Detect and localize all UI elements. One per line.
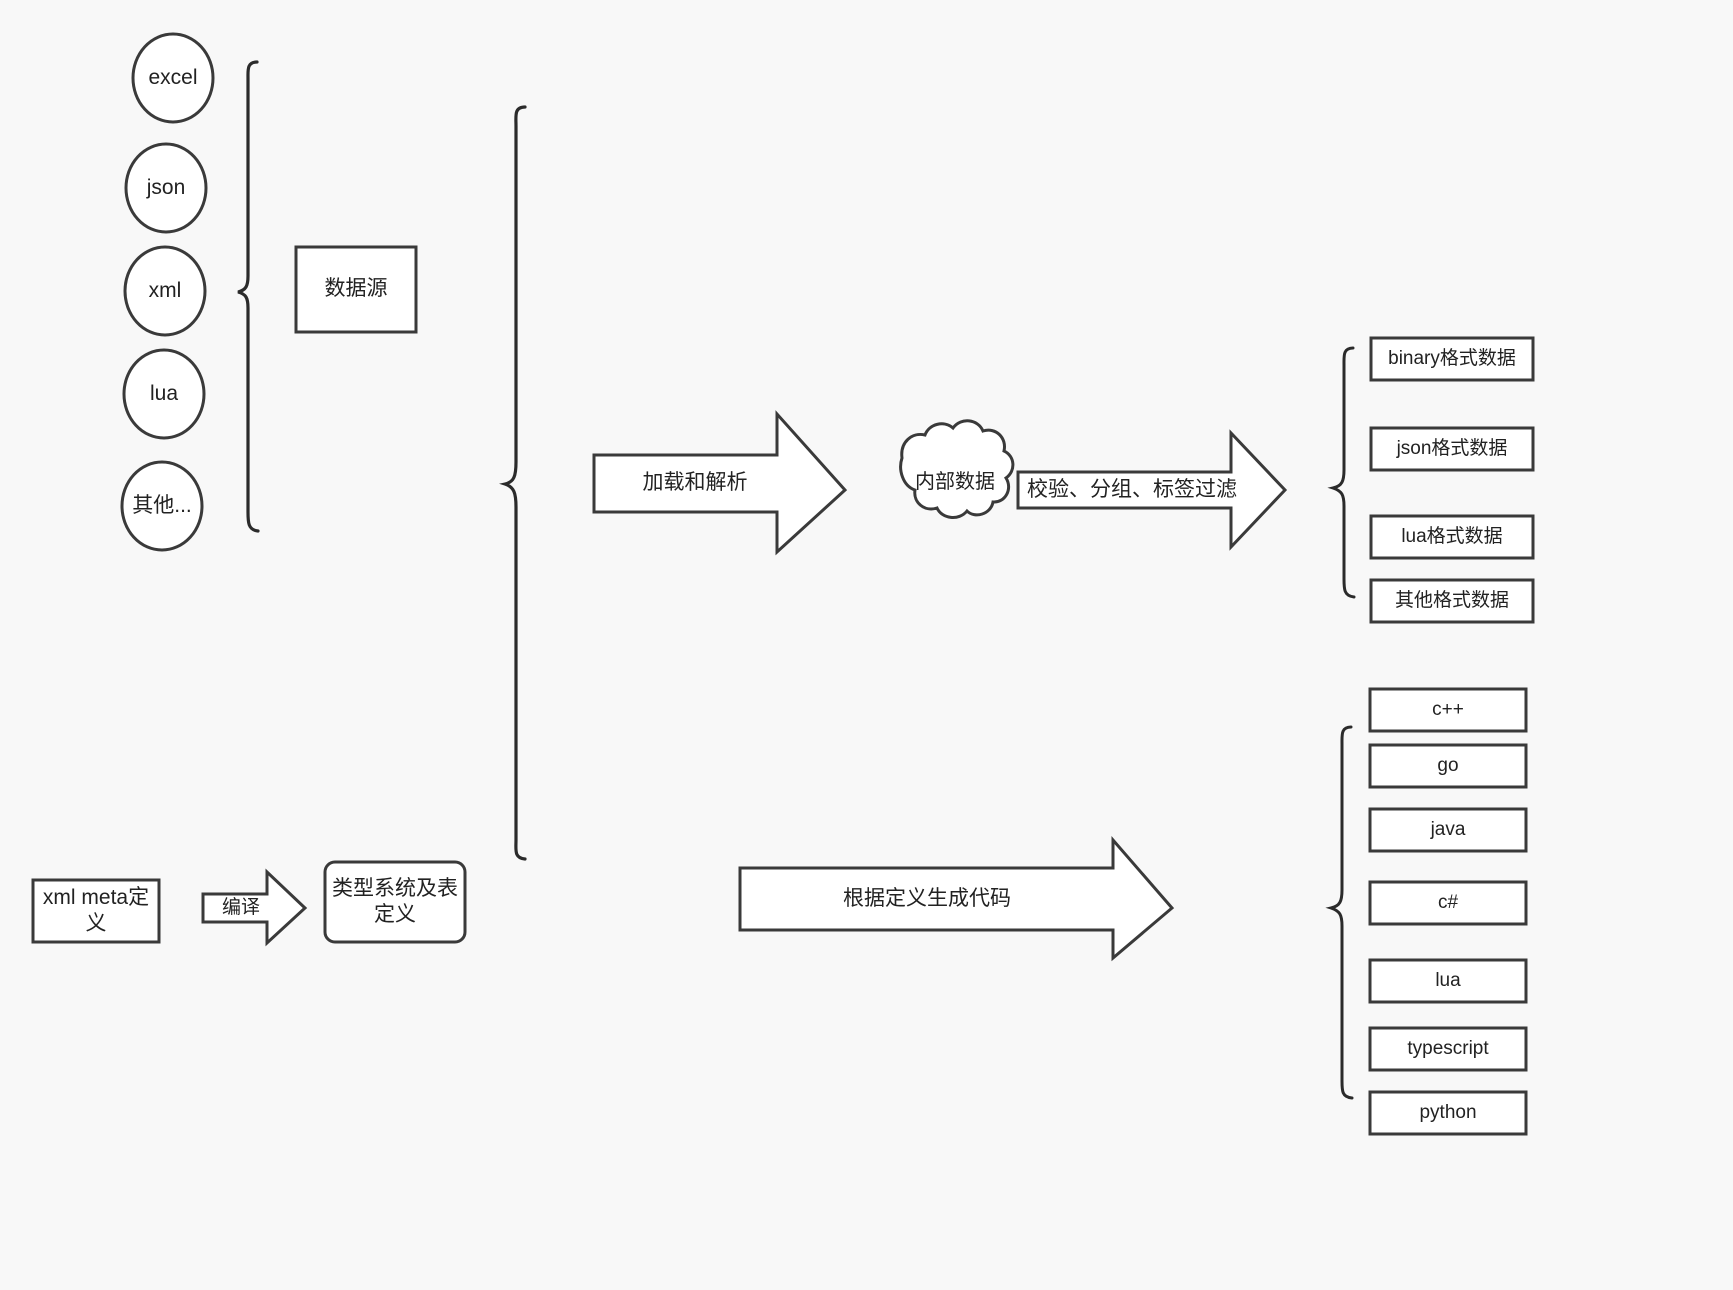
source-ellipse-other: [120, 460, 204, 552]
output-language-box-lua: [1368, 958, 1528, 1004]
data-source-label: 数据源: [324, 277, 388, 301]
output-format-brace: [1327, 346, 1356, 599]
output-language-box-python: [1368, 1090, 1528, 1136]
validate-group-filter-arrow: [1016, 429, 1288, 551]
source-ellipse-lua: [122, 348, 206, 440]
output-format-box-binary: [1369, 336, 1535, 382]
load-parse-arrow: [592, 410, 848, 556]
load-parse-label: 加载和解析: [642, 471, 748, 495]
output-language-box-cpp: [1368, 687, 1528, 733]
output-format-label-json: json格式数据: [1396, 438, 1508, 460]
output-language-label-csharp: c#: [1437, 892, 1459, 914]
output-language-label-go: go: [1437, 755, 1459, 777]
type-system-label: 类型系统及表 定义: [332, 876, 458, 926]
xml-meta-box: [31, 878, 161, 944]
source-label-excel: excel: [148, 65, 198, 89]
internal-data-cloud: [899, 419, 1015, 519]
type-system-box: [323, 860, 467, 944]
source-ellipse-xml: [123, 245, 207, 337]
output-language-brace: [1325, 725, 1354, 1100]
output-format-label-binary: binary格式数据: [1388, 348, 1516, 370]
output-format-box-lua: [1369, 514, 1535, 560]
compile-arrow: [201, 868, 308, 947]
validate-group-filter-label: 校验、分组、标签过滤: [1027, 477, 1237, 501]
xml-meta-label: xml meta定 义: [42, 885, 150, 935]
output-language-label-java: java: [1430, 819, 1466, 841]
output-format-box-json: [1369, 426, 1535, 472]
output-language-box-typescript: [1368, 1026, 1528, 1072]
source-ellipse-json: [124, 142, 208, 234]
source-label-json: json: [146, 175, 186, 199]
output-language-box-go: [1368, 743, 1528, 789]
output-language-label-python: python: [1419, 1102, 1477, 1124]
internal-data-label: 内部数据: [915, 470, 995, 493]
output-language-box-java: [1368, 807, 1528, 853]
output-format-label-other: 其他格式数据: [1394, 590, 1509, 612]
codegen-arrow: [738, 835, 1175, 962]
output-language-label-typescript: typescript: [1407, 1038, 1489, 1060]
output-language-label-lua: lua: [1435, 970, 1461, 992]
source-label-other: 其他...: [132, 493, 192, 517]
output-language-box-csharp: [1368, 880, 1528, 926]
codegen-label: 根据定义生成代码: [843, 886, 1011, 910]
source-label-lua: lua: [149, 381, 179, 405]
output-format-label-lua: lua格式数据: [1401, 526, 1503, 548]
source-group-brace: [237, 60, 260, 533]
source-label-xml: xml: [148, 278, 182, 302]
output-language-label-cpp: c++: [1432, 699, 1464, 721]
compile-label: 编译: [221, 897, 260, 919]
output-format-box-other: [1369, 578, 1535, 624]
data-source-box: [294, 245, 418, 334]
source-ellipse-excel: [131, 32, 215, 124]
pipeline-input-brace: [499, 105, 527, 861]
